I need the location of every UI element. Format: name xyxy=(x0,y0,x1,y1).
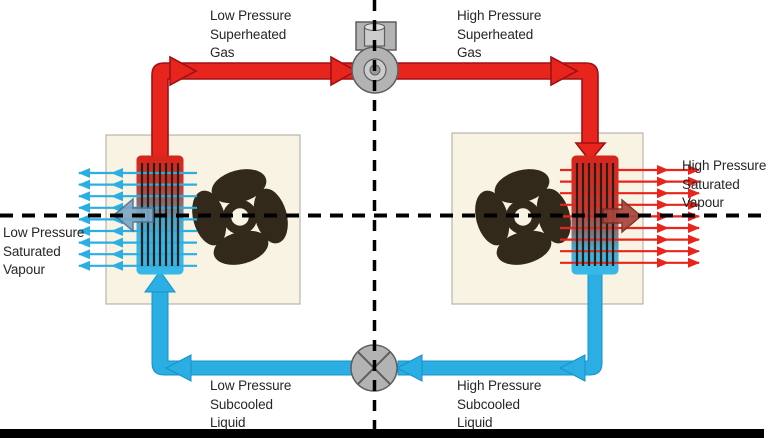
label-line: Low Pressure xyxy=(3,225,85,240)
label-high-pressure-subcooled-liquid: High Pressure Subcooled Liquid xyxy=(457,377,541,433)
label-line: High Pressure xyxy=(457,378,542,393)
cold-airflow-arrows xyxy=(78,168,197,271)
label-line: Vapour xyxy=(682,195,724,210)
label-line: Subcooled xyxy=(457,396,520,412)
label-line: Saturated xyxy=(3,243,61,259)
label-line: Superheated xyxy=(210,26,287,42)
label-line: Liquid xyxy=(210,415,246,430)
liquid-pipe-left xyxy=(144,270,353,382)
label-line: High Pressure xyxy=(682,158,767,173)
left-fan-icon xyxy=(192,169,288,265)
label-line: Superheated xyxy=(457,26,534,42)
label-line: Gas xyxy=(457,45,482,60)
label-line: Subcooled xyxy=(210,396,273,412)
bottom-bar xyxy=(0,429,764,438)
label-high-pressure-saturated-vapour: High Pressure Saturated Vapour xyxy=(682,157,766,213)
label-line: Low Pressure xyxy=(210,378,292,393)
label-line: Gas xyxy=(210,45,235,60)
label-line: Liquid xyxy=(457,415,493,430)
label-line: Low Pressure xyxy=(210,8,292,23)
right-fan-icon xyxy=(475,169,571,265)
hot-gas-pipe-right xyxy=(395,55,607,163)
liquid-pipe-right xyxy=(395,271,603,382)
label-low-pressure-subcooled-liquid: Low Pressure Subcooled Liquid xyxy=(210,377,291,433)
label-line: Saturated xyxy=(682,176,740,192)
hot-gas-pipe-left xyxy=(151,55,358,159)
label-line: Vapour xyxy=(3,262,45,277)
label-low-pressure-saturated-vapour: Low Pressure Saturated Vapour xyxy=(3,224,84,280)
label-line: High Pressure xyxy=(457,8,542,23)
label-low-pressure-superheated-gas: Low Pressure Superheated Gas xyxy=(210,7,291,63)
label-high-pressure-superheated-gas: High Pressure Superheated Gas xyxy=(457,7,541,63)
